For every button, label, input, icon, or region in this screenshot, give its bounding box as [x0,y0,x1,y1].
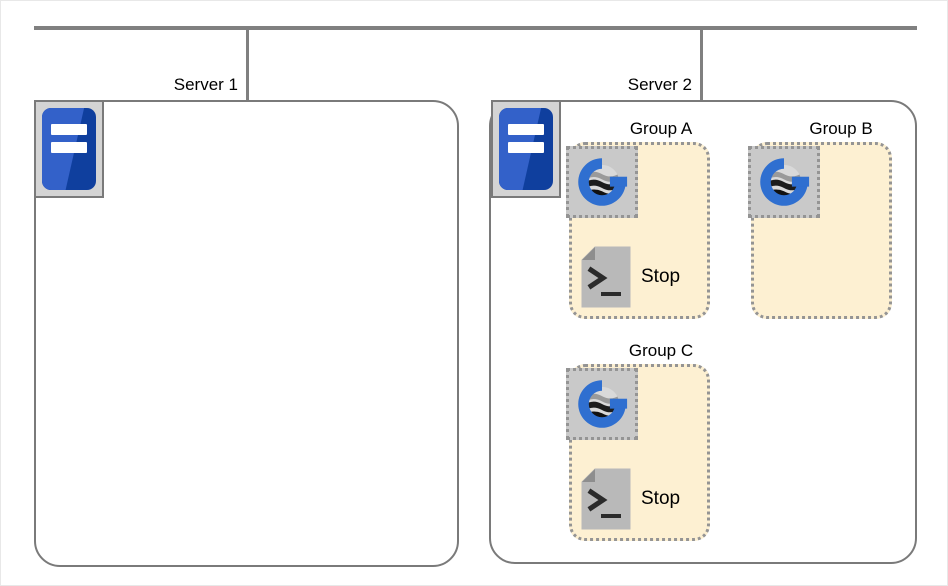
group-label-c: Group C [628,341,694,360]
lane-separator-1 [246,26,249,100]
script-label: Stop [641,266,681,287]
lane-label-server-2: Server 2 [627,75,692,94]
server-icon[interactable] [34,100,104,198]
server-bar-bottom [507,142,545,154]
server-container-1[interactable] [34,100,459,567]
server-icon[interactable] [491,100,561,198]
header-top-rule [34,26,917,30]
script-terminal-icon [581,468,631,530]
server-card [499,108,553,190]
script-terminal-icon [581,246,631,308]
server-bar-bottom [50,142,88,154]
server-card [42,108,96,190]
lane-separator-2 [700,26,703,100]
group-label-a: Group A [629,119,693,138]
globe-refresh-icon[interactable] [748,146,820,218]
lane-label-server-1: Server 1 [173,75,238,94]
server-bar-top [507,124,545,136]
script-label: Stop [641,488,681,509]
group-label-b: Group B [809,119,873,138]
server-bar-top [50,124,88,136]
script-item-stop[interactable]: Stop [581,468,680,530]
script-item-stop[interactable]: Stop [581,246,680,308]
globe-refresh-icon[interactable] [566,368,638,440]
globe-refresh-icon[interactable] [566,146,638,218]
